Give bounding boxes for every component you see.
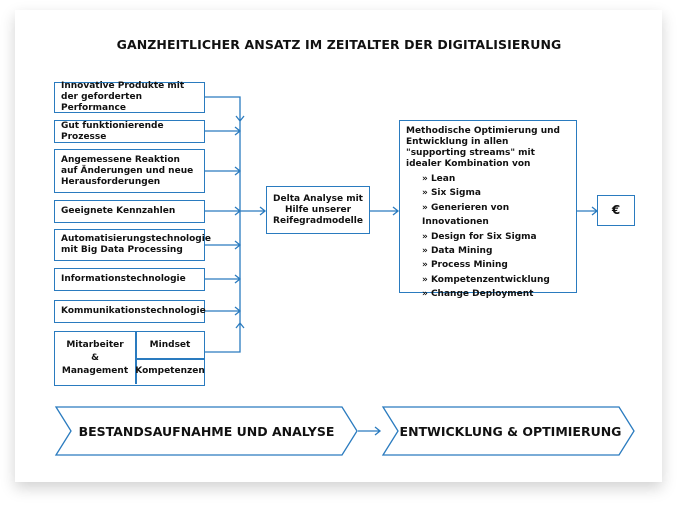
method-item: » Kompetenzentwicklung	[422, 274, 550, 285]
arrow-input-2	[234, 126, 242, 136]
diagram-title: GANZHEITLICHER ANSATZ IM ZEITALTER DER D…	[116, 37, 562, 52]
arrow-input-5	[234, 240, 242, 250]
method-item: » Generieren von Innovationen	[422, 202, 510, 228]
phase-chevron-1	[54, 406, 358, 456]
people-divider-v	[135, 332, 137, 384]
arrow-to-delta	[240, 206, 267, 216]
delta-analysis-box: Delta Analyse mit Hilfe unserer Reifegra…	[266, 186, 370, 234]
people-divider-h	[136, 358, 204, 360]
arrow-input-6	[234, 274, 242, 284]
method-item: » Data Mining	[422, 246, 493, 257]
input-box-kpis: Geeignete Kennzahlen	[54, 200, 205, 223]
arrow-input-1	[235, 115, 245, 123]
method-item: » Process Mining	[422, 260, 508, 271]
input-box-communication: Kommunikationstechnologie	[54, 300, 206, 323]
people-line-2: &	[91, 352, 99, 363]
arrow-to-result	[577, 206, 599, 216]
people-line-3: Management	[61, 365, 129, 376]
people-box: Mitarbeiter & Management Mindset Kompete…	[54, 331, 205, 386]
input-box-products: Innovative Produkte mit der geforderten …	[54, 81, 205, 113]
arrow-phase	[358, 426, 382, 436]
arrow-to-method	[370, 206, 400, 216]
method-item: » Lean	[422, 174, 456, 184]
mindset-cell: Mindset	[149, 339, 191, 350]
input-box-processes: Gut funktionierende Prozesse	[54, 120, 205, 143]
arrow-input-7	[234, 306, 242, 316]
phase-label-optimization: ENTWICKLUNG & OPTIMIERUNG	[399, 423, 622, 439]
input-box-automation: Automatisierungstechnologie mit Big Data…	[54, 229, 211, 261]
kompetenzen-cell: Kompetenzen	[135, 366, 205, 376]
method-item: » Change Deployment	[422, 289, 534, 300]
input-box-reaction: Angemessene Reaktion auf Änderungen und …	[54, 149, 205, 193]
arrow-input-3	[234, 166, 242, 176]
euro-result-box: €	[597, 195, 635, 226]
phase-chevron-2	[381, 406, 635, 456]
connector-input-1	[205, 96, 241, 353]
input-box-it: Informationstechnologie	[54, 268, 205, 291]
method-item: » Design for Six Sigma	[422, 231, 537, 242]
people-line-1: Mitarbeiter	[66, 339, 124, 350]
method-box: Methodische Optimierung und Entwicklung …	[399, 120, 577, 299]
method-intro: Methodische Optimierung und Entwicklung …	[406, 126, 560, 169]
phase-label-analysis: BESTANDSAUFNAHME UND ANALYSE	[78, 423, 335, 439]
arrow-people	[235, 321, 245, 329]
people-left-cell: Mitarbeiter & Management	[55, 332, 135, 384]
method-item: » Six Sigma	[422, 188, 481, 199]
